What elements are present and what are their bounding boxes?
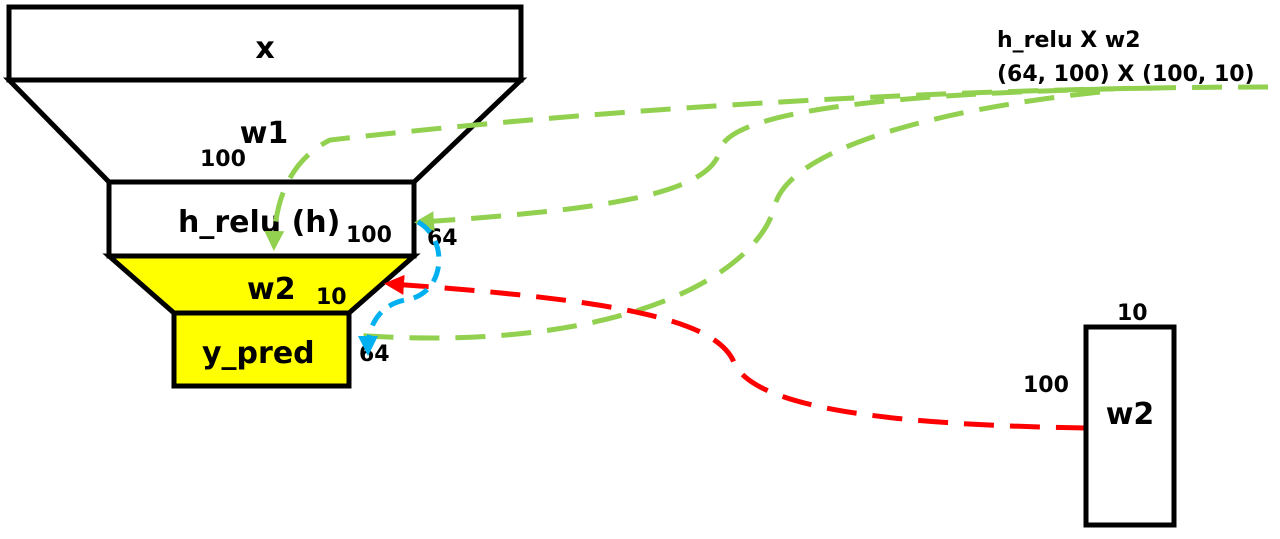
green-arrow-to-h-relu xyxy=(264,84,1269,251)
w1-label: w1 xyxy=(240,116,289,151)
w2-matrix-rows: 100 xyxy=(1023,373,1069,398)
x-label: x xyxy=(255,31,274,66)
annotation-line-2: (64, 100) X (100, 10) xyxy=(997,62,1255,87)
w2-label: w2 xyxy=(247,272,296,307)
w2-matrix-cols: 10 xyxy=(1117,301,1148,326)
y-pred-batch: 64 xyxy=(359,342,390,367)
annotation-line-1: h_relu X w2 xyxy=(997,28,1141,53)
w2-matrix-box xyxy=(1083,324,1177,528)
red-arrow-to-w2 xyxy=(384,274,1087,431)
w2-dimension: 10 xyxy=(316,285,347,310)
h-relu-dimension: 100 xyxy=(346,223,392,248)
green-arrow-to-h-relu-right xyxy=(414,85,1161,232)
h-relu-label: h_relu (h) xyxy=(178,205,340,240)
h-relu-batch: 64 xyxy=(427,226,458,251)
blue-batch-arrow xyxy=(358,219,442,356)
y-pred-label: y_pred xyxy=(202,336,315,371)
w2-matrix-label: w2 xyxy=(1106,397,1155,432)
y-pred-box xyxy=(171,310,352,389)
w1-dimension: 100 xyxy=(200,147,246,172)
green-arrow-to-y-pred xyxy=(351,89,1101,341)
